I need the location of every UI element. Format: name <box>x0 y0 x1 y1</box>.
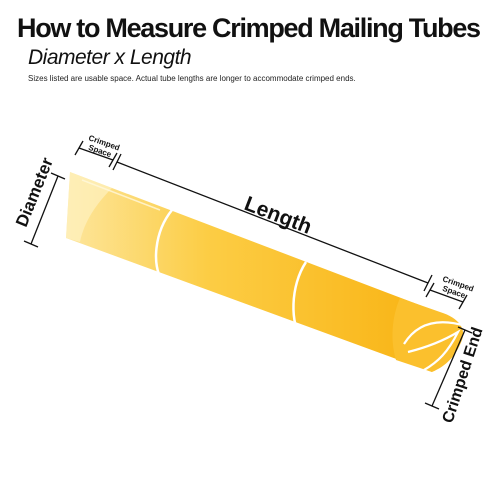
tube-highlight <box>81 179 161 211</box>
page-title: How to Measure Crimped Mailing Tubes <box>17 13 481 43</box>
page-subtitle: Diameter x Length <box>28 46 192 69</box>
crimped-space-right-dimension <box>425 282 468 310</box>
length-dimension <box>112 153 433 292</box>
crimped-end-outline-2 <box>407 329 461 371</box>
diameter-dimension <box>23 172 66 248</box>
crimped-end-outline-1 <box>403 321 467 345</box>
usable-space-note: Sizes listed are usable space. Actual tu… <box>28 74 356 83</box>
tube-left-crimp <box>66 172 112 242</box>
diameter-label: Diameter <box>12 155 57 230</box>
tube-seam-1 <box>154 209 173 281</box>
crimped-end-dimension <box>424 326 473 410</box>
length-label: Length <box>241 192 315 239</box>
tube-body <box>66 172 438 372</box>
tube-seam-2 <box>292 261 308 341</box>
crimped-space-left-dimension <box>74 140 118 168</box>
